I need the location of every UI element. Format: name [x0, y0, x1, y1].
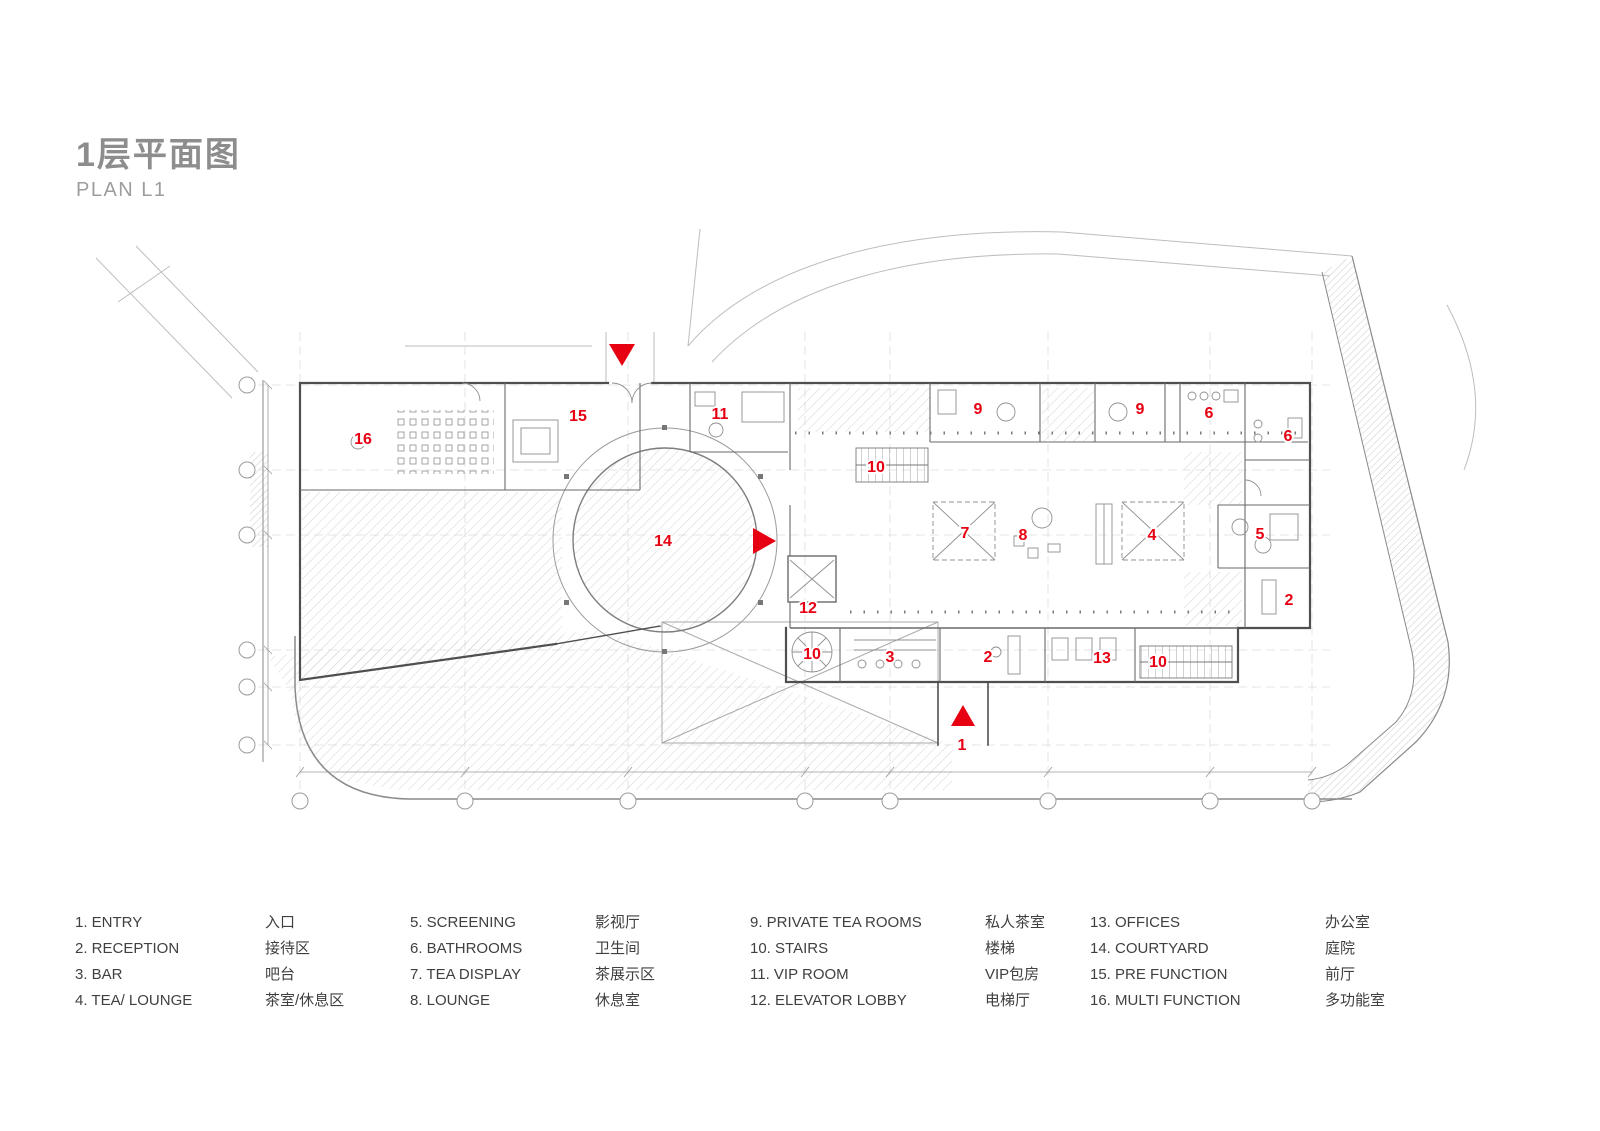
legend-item: 13. OFFICES 办公室	[1090, 910, 1385, 936]
legend-label-en: 11. VIP ROOM	[750, 966, 849, 983]
entry-arrow-up-icon	[951, 705, 975, 726]
legend-label-en: 13. OFFICES	[1090, 914, 1181, 931]
legend-label-cn: 卫生间	[595, 940, 641, 957]
legend-item: 12. ELEVATOR LOBBY 电梯厅	[750, 988, 1045, 1014]
legend-label-en: 8. LOUNGE	[410, 992, 491, 1009]
room-number-label: 7	[961, 525, 970, 542]
legend-item: 6. BATHROOMS 卫生间	[410, 936, 655, 962]
room-number-label: 6	[1205, 405, 1214, 422]
grid-bubbles	[238, 376, 1321, 810]
room-number-label: 8	[1019, 527, 1028, 544]
site-context-lines	[95, 228, 1477, 471]
room-number-label: 2	[984, 649, 993, 666]
room-number-label: 1	[958, 737, 967, 754]
room-number-label: 9	[1136, 401, 1145, 418]
legend-label-cn: 入口	[265, 914, 296, 931]
legend-label-en: 9. PRIVATE TEA ROOMS	[750, 914, 922, 931]
room-number-label: 10	[1149, 654, 1167, 671]
site-boundary	[262, 255, 1450, 803]
legend-label-en: 14. COURTYARD	[1090, 940, 1209, 957]
room-labels: 16 15 11 9 9 6 6 10 14 7 8 4 5 2 12 10 3…	[352, 399, 1295, 756]
legend-label-en: 4. TEA/ LOUNGE	[75, 992, 193, 1009]
legend-item: 7. TEA DISPLAY 茶展示区	[410, 962, 655, 988]
legend-item: 8. LOUNGE 休息室	[410, 988, 655, 1014]
legend-column-4: 13. OFFICES 办公室 14. COURTYARD 庭院 15. PRE F…	[1090, 910, 1385, 1014]
room-number-label: 4	[1148, 527, 1157, 544]
legend-item: 1. ENTRY 入口	[75, 910, 344, 936]
room-number-label: 11	[712, 406, 729, 423]
legend-item: 10. STAIRS 楼梯	[750, 936, 1045, 962]
legend-item: 16. MULTI FUNCTION 多功能室	[1090, 988, 1385, 1014]
entry-arrow-down-icon	[609, 344, 635, 366]
legend-item: 4. TEA/ LOUNGE 茶室/休息区	[75, 988, 344, 1014]
room-number-label: 6	[1284, 428, 1293, 445]
legend-label-en: 1. ENTRY	[75, 914, 143, 931]
legend-column-3: 9. PRIVATE TEA ROOMS 私人茶室 10. STAIRS 楼梯 11…	[750, 910, 1045, 1014]
legend-item: 5. SCREENING 影视厅	[410, 910, 655, 936]
legend-label-cn: 办公室	[1325, 914, 1371, 931]
legend-label-cn: 茶室/休息区	[265, 992, 345, 1009]
legend-label-cn: 私人茶室	[985, 914, 1046, 931]
legend-label-en: 2. RECEPTION	[75, 940, 180, 957]
entry-arrows	[609, 344, 975, 726]
legend-item: 3. BAR 吧台	[75, 962, 344, 988]
page-subtitle: PLAN L1	[76, 179, 167, 201]
legend-label-cn: VIP包房	[985, 966, 1040, 983]
legend-column-2: 5. SCREENING 影视厅 6. BATHROOMS 卫生间 7. TEA D…	[410, 910, 655, 1014]
page-title: 1层平面图	[76, 136, 241, 174]
dimension-lines	[263, 380, 1317, 778]
legend-label-en: 12. ELEVATOR LOBBY	[750, 992, 907, 1009]
legend-label-cn: 接待区	[265, 940, 311, 957]
interior-walls	[300, 383, 1310, 682]
legend-item: 9. PRIVATE TEA ROOMS 私人茶室	[750, 910, 1045, 936]
room-number-label: 15	[569, 408, 587, 425]
title-block: 1层平面图 PLAN L1	[76, 138, 241, 200]
room-number-label: 16	[354, 431, 372, 448]
furniture	[350, 382, 1305, 679]
legend-label-cn: 茶展示区	[595, 966, 656, 983]
legend-label-cn: 楼梯	[985, 940, 1016, 957]
legend-item: 15. PRE FUNCTION 前厅	[1090, 962, 1385, 988]
room-number-label: 10	[867, 459, 885, 476]
room-number-label: 5	[1256, 526, 1265, 543]
legend-label-cn: 庭院	[1325, 940, 1356, 957]
legend-label-en: 16. MULTI FUNCTION	[1090, 992, 1241, 1009]
legend-column-1: 1. ENTRY 入口 2. RECEPTION 接待区 3. BAR 吧台 4. T…	[75, 910, 344, 1014]
legend-label-cn: 吧台	[265, 966, 296, 983]
room-number-label: 3	[886, 649, 895, 666]
legend-label-en: 10. STAIRS	[750, 940, 829, 957]
legend-item: 14. COURTYARD 庭院	[1090, 936, 1385, 962]
courtyard-arrow-right-icon	[753, 528, 776, 554]
room-number-label: 12	[799, 600, 817, 617]
legend-label-cn: 多功能室	[1325, 992, 1386, 1009]
legend-label-cn: 电梯厅	[985, 992, 1031, 1009]
hatched-areas	[250, 256, 1450, 802]
legend-label-en: 5. SCREENING	[410, 914, 516, 931]
room-number-label: 14	[654, 533, 672, 550]
room-number-label: 13	[1093, 650, 1111, 667]
room-number-label: 9	[974, 401, 983, 418]
legend-label-en: 6. BATHROOMS	[410, 940, 523, 957]
room-number-label: 2	[1285, 592, 1294, 609]
legend-item: 11. VIP ROOM VIP包房	[750, 962, 1045, 988]
room-number-label: 10	[803, 646, 821, 663]
legend-label-cn: 休息室	[595, 992, 641, 1009]
legend-label-cn: 影视厅	[595, 914, 641, 931]
legend-label-en: 7. TEA DISPLAY	[410, 966, 522, 983]
legend-label-en: 15. PRE FUNCTION	[1090, 966, 1228, 983]
legend-label-en: 3. BAR	[75, 966, 123, 983]
legend-item: 2. RECEPTION 接待区	[75, 936, 344, 962]
legend-label-cn: 前厅	[1325, 966, 1356, 983]
